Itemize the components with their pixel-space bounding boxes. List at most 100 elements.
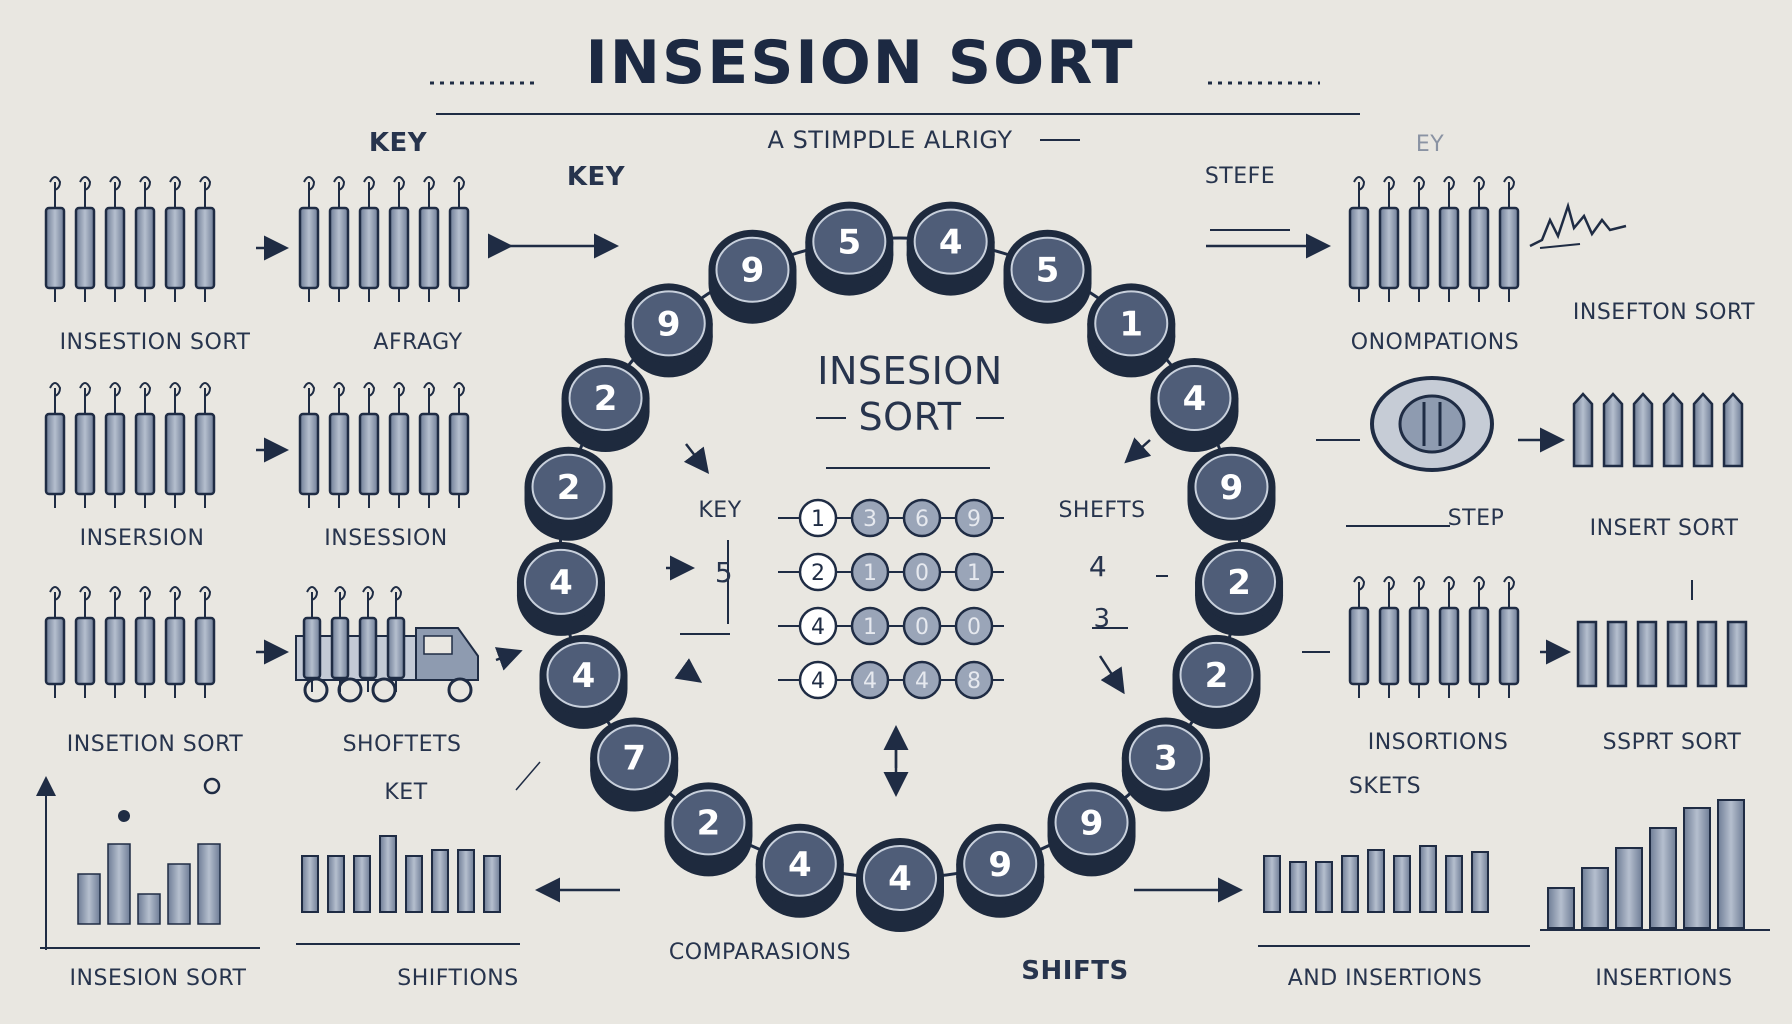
br-bar	[1341, 855, 1359, 913]
center-cell	[954, 498, 994, 538]
center-cell-value: 4	[915, 669, 929, 694]
cluster-bar	[301, 855, 319, 913]
bar	[134, 412, 156, 496]
center-cell	[798, 552, 838, 592]
bar	[104, 412, 126, 496]
node-top	[1179, 641, 1254, 708]
ring-node: 9	[956, 823, 1045, 918]
node-value: 9	[657, 304, 681, 344]
stair-bar	[1649, 827, 1677, 929]
cluster-bar	[405, 855, 423, 913]
prism-bar	[1722, 392, 1744, 468]
node-top	[597, 724, 672, 791]
center-cell-value: 2	[811, 561, 825, 586]
bar	[328, 412, 350, 496]
center-cell	[798, 660, 838, 700]
br-bar	[1263, 855, 1281, 913]
node-value: 9	[1080, 803, 1104, 843]
label-key-center: KEY	[698, 498, 742, 523]
truck-wheel	[371, 677, 397, 703]
bar	[194, 616, 216, 686]
node-top	[671, 789, 746, 856]
bar-hook-curl	[1503, 576, 1516, 591]
node-value: 9	[1220, 468, 1244, 508]
center-cell-value: 0	[915, 615, 929, 640]
node-top	[1094, 290, 1169, 357]
bar	[164, 206, 186, 290]
ring-node: 4	[755, 823, 844, 918]
bar-hook-curl	[1383, 576, 1396, 591]
bar	[74, 412, 96, 496]
node-value: 4	[1183, 379, 1207, 419]
bar-hook-curl	[79, 382, 92, 397]
node-top	[812, 208, 887, 275]
simple-bars	[1576, 580, 1748, 688]
bar	[1348, 606, 1370, 686]
bar-hook-curl	[49, 176, 62, 191]
node-top	[546, 641, 621, 708]
bar	[298, 206, 320, 290]
stair-bar	[1717, 799, 1745, 929]
node-value: 2	[1227, 563, 1251, 603]
node-top	[913, 208, 988, 275]
center-title: INSESION SORT	[817, 349, 1003, 439]
center-cell	[798, 498, 838, 538]
label-ket: KET	[384, 780, 428, 805]
bar-hook-curl	[139, 382, 152, 397]
prism-bar	[1692, 392, 1714, 468]
chart-bar	[107, 843, 131, 925]
center-cell	[902, 660, 942, 700]
label-ssprt-sort: SSPRT SORT	[1602, 730, 1742, 755]
simple-bar	[1726, 620, 1748, 688]
label-shiftions: SHIFTIONS	[397, 966, 519, 991]
label-step: STEP	[1447, 506, 1505, 531]
bar	[1468, 206, 1490, 290]
bar	[388, 206, 410, 290]
node-top	[1157, 365, 1232, 431]
bar-hook-curl	[334, 586, 347, 601]
cluster-bar	[353, 855, 371, 913]
bar	[330, 616, 350, 680]
node-value: 4	[939, 223, 963, 263]
node-top	[1054, 789, 1129, 856]
bar-hook-curl	[423, 176, 436, 191]
bar	[1498, 206, 1520, 290]
chart-bar	[137, 893, 161, 925]
truck-window	[423, 635, 453, 655]
node-value: 9	[988, 845, 1012, 885]
simple-bar	[1666, 620, 1688, 688]
bar-hook-curl	[1353, 576, 1366, 591]
bar-hook-curl	[169, 586, 182, 601]
node-top	[568, 365, 643, 431]
bar-hook-curl	[1443, 176, 1456, 191]
ring-node: 2	[524, 446, 613, 541]
node-value: 2	[557, 468, 581, 508]
bars-left-row2-a	[44, 382, 216, 508]
ring-node: 4	[539, 634, 628, 729]
bar	[1378, 206, 1400, 290]
br-bar	[1419, 845, 1437, 913]
prism-bars	[1572, 392, 1744, 468]
bars-right-row1	[1348, 176, 1520, 302]
label-key-top: KEY	[368, 128, 428, 158]
label-insertions: INSERTIONS	[1595, 966, 1733, 991]
prism-bar	[1632, 392, 1654, 468]
bar	[1438, 606, 1460, 686]
label-comparasions: COMPARASIONS	[668, 940, 852, 965]
cluster-bar	[431, 849, 449, 913]
label-insersion: INSERSION	[79, 526, 205, 551]
bar	[1408, 606, 1430, 686]
bar-hook-curl	[1473, 576, 1486, 591]
bar	[358, 206, 380, 290]
truck-wheel	[303, 677, 329, 703]
bar-hook-curl	[1503, 176, 1516, 191]
bar-hook-curl	[363, 382, 376, 397]
bar-hook-curl	[169, 382, 182, 397]
center-cell-value: 1	[967, 561, 981, 586]
ring-node: 2	[1195, 541, 1284, 636]
label-number-3: 3	[1093, 604, 1111, 634]
bar	[358, 412, 380, 496]
